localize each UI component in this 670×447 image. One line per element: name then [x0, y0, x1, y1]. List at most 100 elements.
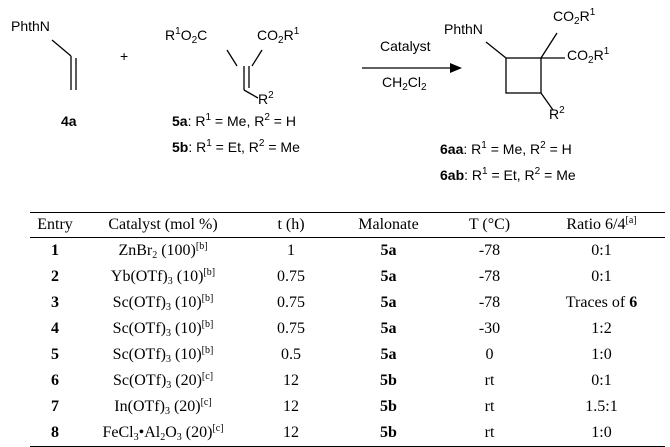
bond-n-vinyl [51, 39, 72, 57]
product-ester-top: CO2R1 [553, 7, 596, 27]
ratio-text: Traces of 6 [565, 294, 638, 311]
temperature-cell: rt [484, 398, 495, 415]
product-group: PhthN [444, 21, 483, 37]
entry-cell: 8 [30, 420, 80, 447]
catalyst-footnote: [b] [201, 345, 214, 356]
temperature-cell: rt [484, 372, 495, 389]
reaction-scheme: PhthN 4a + R1O2C CO2R1 R2 5a: R1 = Me, R… [0, 0, 670, 205]
catalyst-text: Sc(OTf)3 (10) [112, 346, 202, 365]
cyclobutane-ring [505, 57, 542, 94]
reactant-b-variant-5a: 5a: R1 = Me, R2 = H [172, 112, 296, 130]
malonate-cell: 5a [380, 320, 397, 337]
table-row: 4 Sc(OTf)3 (10)[b] 0.75 5a -30 1:2 [30, 316, 665, 342]
catalyst-cell: Yb(OTf)3 (10)[b] [80, 264, 246, 290]
catalyst-text: In(OTf)3 (20) [114, 398, 201, 417]
malonate-cell: 5b [336, 420, 441, 447]
catalyst-text: Sc(OTf)3 (10) [112, 320, 202, 339]
catalyst-footnote: [b] [203, 267, 216, 278]
header-catalyst: Catalyst (mol %) [80, 212, 246, 238]
ratio-text: 0:1 [591, 372, 612, 389]
malonate-cell: 5b [380, 398, 397, 415]
time-cell: 0.75 [277, 320, 305, 337]
entry-cell: 3 [51, 294, 59, 311]
ratio-text: 1:2 [591, 320, 612, 337]
arrow-solvent-label: CH2Cl2 [382, 74, 427, 93]
temperature-cell: -78 [478, 268, 501, 285]
header-entry: Entry [30, 212, 80, 238]
header-malonate: Malonate [336, 212, 441, 238]
ratio-cell: Traces of 6 [538, 290, 665, 316]
temperature-cell: -30 [478, 320, 501, 337]
product-variant-6aa: 6aa: R1 = Me, R2 = H [440, 140, 572, 158]
catalyst-text: Sc(OTf)3 (10) [112, 294, 202, 313]
table-header-row: Entry Catalyst (mol %) t (h) Malonate T … [30, 212, 665, 238]
bond-ester-right [251, 49, 263, 67]
reactant-a-group: PhthN [11, 18, 50, 34]
ratio-cell: 0:1 [538, 238, 665, 265]
entry-cell: 2 [51, 268, 59, 285]
header-temperature: T (°C) [441, 212, 538, 238]
plus-sign: + [120, 48, 129, 64]
reaction-arrow-head [450, 63, 462, 73]
entry-cell: 5 [51, 346, 59, 363]
temperature-cell: -78 [478, 294, 501, 311]
bond-product-r2 [540, 92, 554, 111]
time-cell: 1 [287, 242, 295, 259]
product-variant-6ab: 6ab: R1 = Et, R2 = Me [440, 166, 576, 184]
catalyst-footnote: [b] [195, 241, 208, 252]
product-r2: R2 [549, 105, 565, 123]
arrow-catalyst-label: Catalyst [380, 38, 431, 54]
entry-cell: 4 [51, 320, 59, 337]
catalyst-cell: Sc(OTf)3 (10)[b] [80, 316, 246, 342]
ratio-text: 1:0 [591, 346, 612, 363]
bond-product-n [485, 41, 507, 59]
catalyst-cell: Sc(OTf)3 (10)[b] [80, 290, 246, 316]
catalyst-cell: FeCl3•Al2O3 (20)[c] [80, 420, 246, 447]
time-cell: 12 [283, 398, 299, 415]
reactant-b-r2: R2 [258, 90, 274, 108]
reactant-b-ester-right: CO2R1 [257, 26, 300, 46]
malonate-cell: 5b [380, 372, 397, 389]
ratio-cell: 0:1 [538, 264, 665, 290]
ratio-cell: 1:2 [538, 316, 665, 342]
bond-ester-left [226, 49, 238, 67]
ratio-text: 1.5:1 [585, 398, 618, 415]
malonate-cell: 5a [380, 294, 397, 311]
ratio-cell: 0:1 [538, 368, 665, 394]
bond-product-ester-up [540, 32, 558, 59]
reactant-b-variant-5b: 5b: R1 = Et, R2 = Me [172, 138, 300, 156]
ratio-cell: 1:0 [538, 342, 665, 368]
entry-cell: 7 [51, 398, 59, 415]
entry-cell: 1 [51, 242, 59, 259]
malonate-cell: 5a [380, 268, 397, 285]
catalyst-footnote: [c] [212, 423, 224, 434]
reactant-b-ester-left: R1O2C [165, 26, 208, 46]
temperature-cell: -78 [478, 242, 501, 259]
ratio-text: 0:1 [591, 242, 612, 259]
results-table: Entry Catalyst (mol %) t (h) Malonate T … [30, 212, 665, 447]
catalyst-cell: ZnBr2 (100)[b] [80, 238, 246, 265]
temperature-cell: 0 [485, 346, 494, 363]
catalyst-footnote: [b] [201, 293, 214, 304]
table-row: 3 Sc(OTf)3 (10)[b] 0.75 5a -78 Traces of 6 [30, 290, 665, 316]
entry-cell: 6 [51, 372, 59, 389]
catalyst-text: FeCl3•Al2O3 (20) [102, 424, 213, 443]
catalyst-text: Yb(OTf)3 (10) [110, 268, 204, 287]
time-cell: 12 [246, 420, 336, 447]
catalyst-text: Sc(OTf)3 (20) [112, 372, 202, 391]
product-ester-right: CO2R1 [567, 46, 610, 66]
time-cell: 0.75 [277, 294, 305, 311]
time-cell: 0.5 [281, 346, 301, 363]
ratio-cell: 1:0 [538, 420, 665, 447]
catalyst-footnote: [c] [201, 371, 214, 382]
bond-alkene-r2 [243, 89, 259, 99]
reactant-a-label: 4a [61, 113, 77, 129]
ratio-cell: 1.5:1 [538, 394, 665, 420]
ratio-text: 1:0 [591, 424, 612, 441]
scheme-bonds [51, 32, 565, 111]
